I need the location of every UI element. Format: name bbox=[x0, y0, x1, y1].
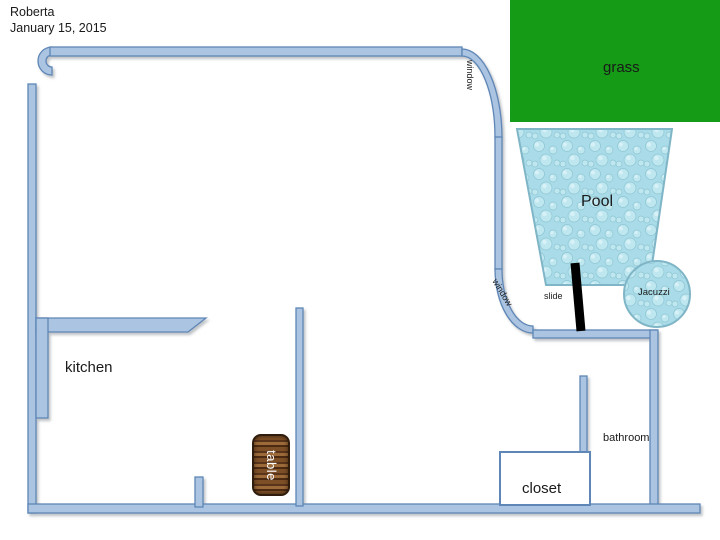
pool-label: Pool bbox=[581, 193, 614, 210]
top-wall bbox=[49, 46, 463, 57]
bathroom-label: bathroom bbox=[603, 432, 650, 444]
kitchen-counter-top bbox=[35, 317, 208, 333]
middle-wall bbox=[295, 307, 304, 507]
kitchen-label: kitchen bbox=[65, 359, 113, 376]
author-name: Roberta bbox=[10, 5, 55, 19]
slide-label: slide bbox=[544, 291, 563, 301]
closet-label: closet bbox=[522, 480, 562, 497]
jacuzzi-label: Jacuzzi bbox=[638, 287, 670, 298]
bathroom-wall bbox=[579, 375, 588, 457]
slide-shape bbox=[570, 262, 586, 332]
table: table bbox=[252, 434, 290, 496]
right-wall bbox=[649, 329, 659, 513]
bottom-wall bbox=[27, 503, 701, 514]
right-upper-wall bbox=[494, 136, 503, 270]
closet-outline bbox=[499, 451, 591, 506]
grass-area bbox=[510, 0, 720, 122]
kitchen-counter-side bbox=[35, 317, 49, 419]
grass-label: grass bbox=[603, 59, 640, 76]
bottom-stub-wall bbox=[194, 476, 204, 508]
entry-door-hook bbox=[37, 46, 53, 76]
walls-group bbox=[27, 46, 701, 514]
date-text: January 15, 2015 bbox=[10, 21, 107, 35]
pool-side-wall bbox=[532, 329, 658, 339]
table-label: table bbox=[263, 449, 279, 481]
left-wall bbox=[27, 83, 37, 514]
jacuzzi-shape bbox=[623, 260, 691, 328]
window-label-top: window bbox=[465, 60, 475, 91]
